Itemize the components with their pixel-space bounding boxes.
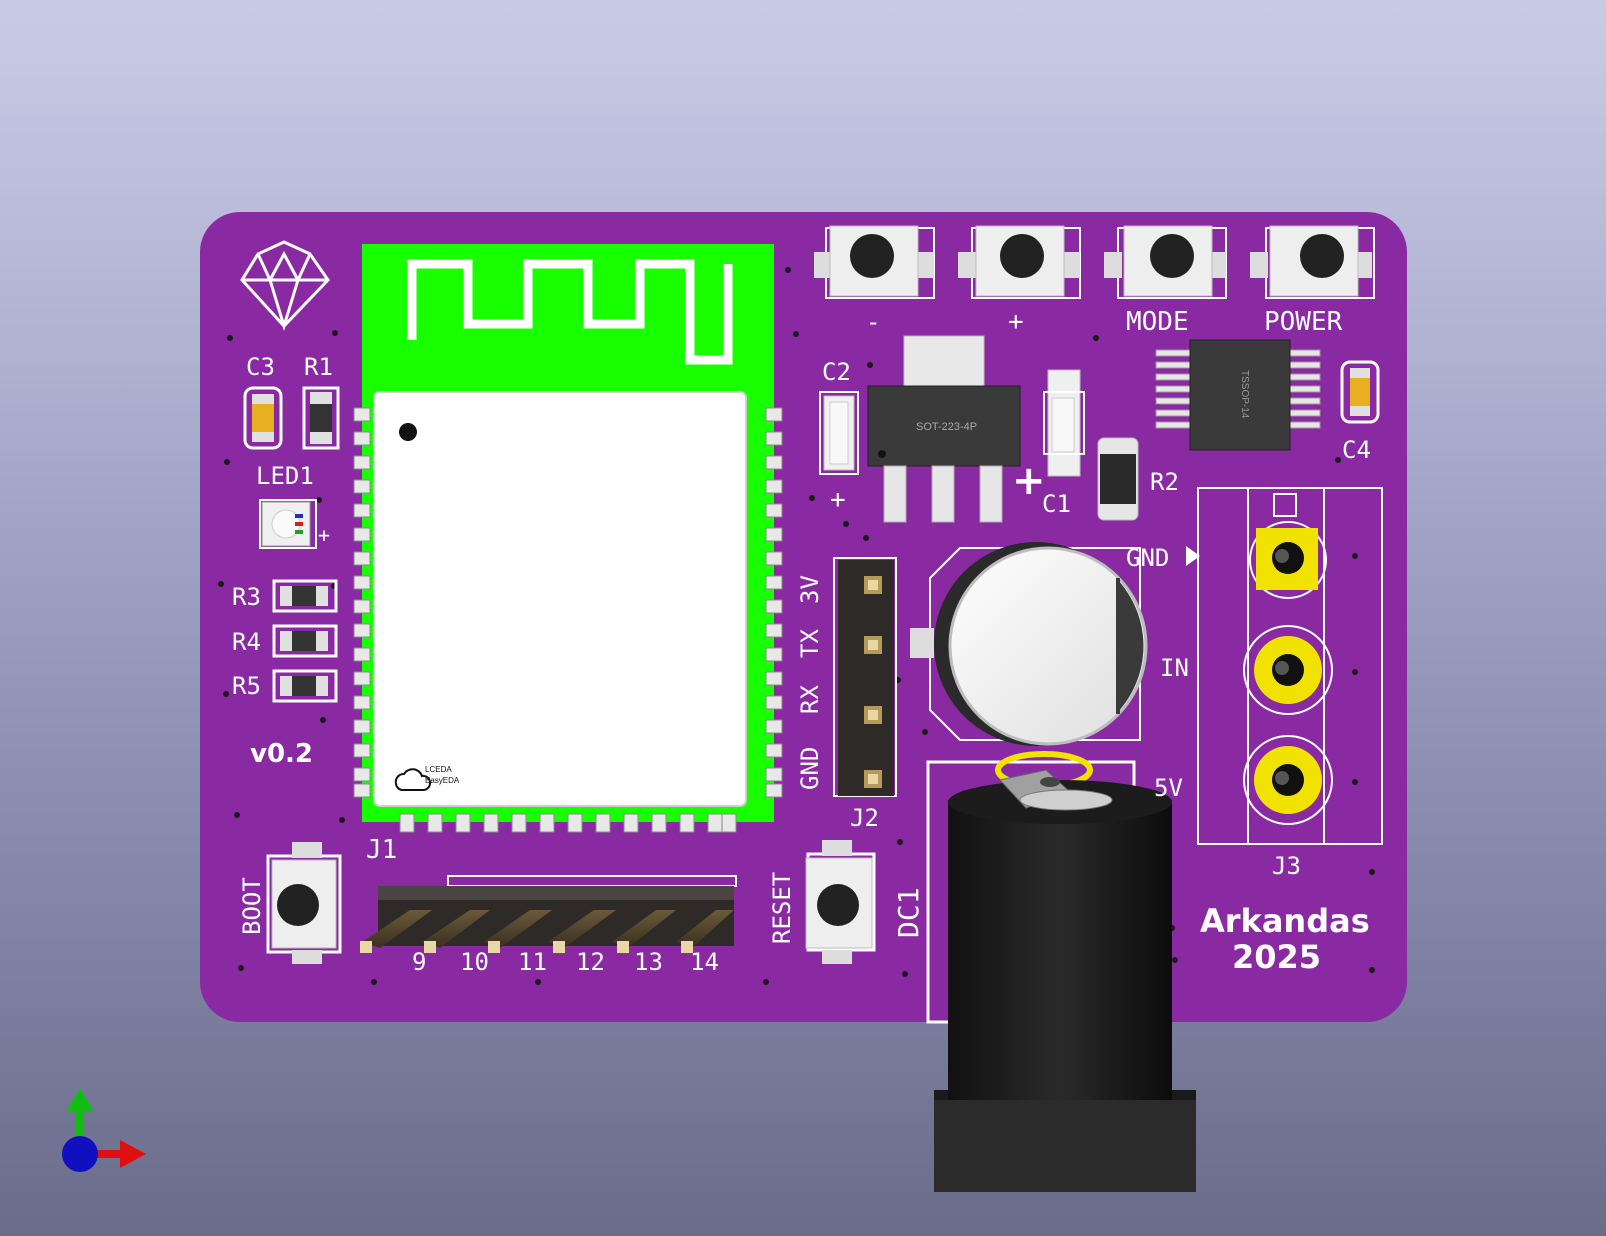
module-logo-line1: LCEDA [425,765,452,774]
boot-button[interactable] [266,842,342,964]
j2-pin-label-gnd: GND [796,747,824,790]
j2-pin-label-rx: RX [796,685,824,714]
dc1-label: DC1 [892,887,925,938]
j1-pin-label-13: 13 [634,948,663,976]
mode-button[interactable] [1104,225,1227,299]
electrolytic-capacitor[interactable] [910,542,1148,746]
r4-resistor[interactable] [272,624,338,658]
pin1-marker [399,423,417,441]
c4-capacitor[interactable] [1340,360,1380,424]
r5-label: R5 [232,672,261,700]
plus-label: + [1008,307,1024,337]
j2-uart-header[interactable] [833,557,897,797]
c3-label: C3 [246,353,275,381]
j1-pin-label-12: 12 [576,948,605,976]
reset-label: RESET [768,872,796,944]
j1-label: J1 [366,835,397,865]
r2-resistor[interactable] [1097,437,1139,521]
reset-button[interactable] [805,840,876,964]
c4-label: C4 [1342,436,1371,464]
c3-capacitor[interactable] [243,386,283,450]
module-logo-line2: EasyEDA [425,776,460,785]
regulator-marking: SOT-223-4P [916,421,977,433]
r5-resistor[interactable] [272,669,338,703]
mode-label: MODE [1126,307,1189,337]
power-button[interactable] [1250,225,1375,299]
tssop-ic[interactable] [1155,339,1321,451]
c2-label: C2 [822,358,851,386]
c1-plus-mark: + [1012,458,1046,504]
credit-name: Arkandas [1200,902,1370,940]
diamond-logo-icon [240,240,330,332]
led1-rgb-led[interactable] [259,499,317,549]
voltage-regulator[interactable] [867,335,1021,523]
r3-label: R3 [232,583,261,611]
j1-pin-header[interactable] [360,875,737,953]
c1-label: C1 [1042,490,1071,518]
credit-year: 2025 [1232,938,1321,976]
module-shield [373,391,747,807]
r2-label: R2 [1150,468,1179,496]
axis-gizmo-icon[interactable] [62,1088,146,1172]
r4-label: R4 [232,628,261,656]
led1-label: LED1 [256,462,314,490]
gnd-arrow-marker [1186,546,1200,566]
minus-label: - [866,308,880,336]
j1-pin-label-11: 11 [518,948,547,976]
r1-label: R1 [304,353,333,381]
j3-pin-label-in: IN [1160,654,1189,682]
r1-resistor[interactable] [302,386,340,450]
version-label: v0.2 [250,739,313,769]
r3-resistor[interactable] [272,579,338,613]
pcb-antenna-trace [407,259,733,365]
c2-capacitor[interactable] [819,391,859,475]
boot-label: BOOT [238,877,266,935]
esp-module[interactable]: LCEDA EasyEDA [353,244,783,833]
plus-button[interactable] [958,225,1081,299]
c2-plus-mark: + [830,485,846,515]
j3-pin-label-5v: 5V [1154,774,1183,802]
ic-marking: TSSOP-14 [1239,370,1250,419]
cloud-logo-icon [394,768,432,791]
dc-barrel-jack[interactable] [926,751,1196,1192]
c1-capacitor[interactable] [1043,369,1085,477]
j2-pin-label-3v: 3V [796,575,824,604]
j1-pin-label-10: 10 [460,948,489,976]
j3-label: J3 [1272,852,1301,880]
j2-label: J2 [850,804,879,832]
minus-button[interactable] [814,225,935,299]
j2-pin-label-tx: TX [796,629,824,658]
j3-pin-label-gnd: GND [1126,544,1169,572]
j1-pin-label-9: 9 [412,948,426,976]
led1-plus-mark: + [318,523,330,547]
j3-terminal[interactable] [1197,487,1383,845]
power-label: POWER [1264,307,1343,337]
j1-pin-label-14: 14 [690,948,719,976]
